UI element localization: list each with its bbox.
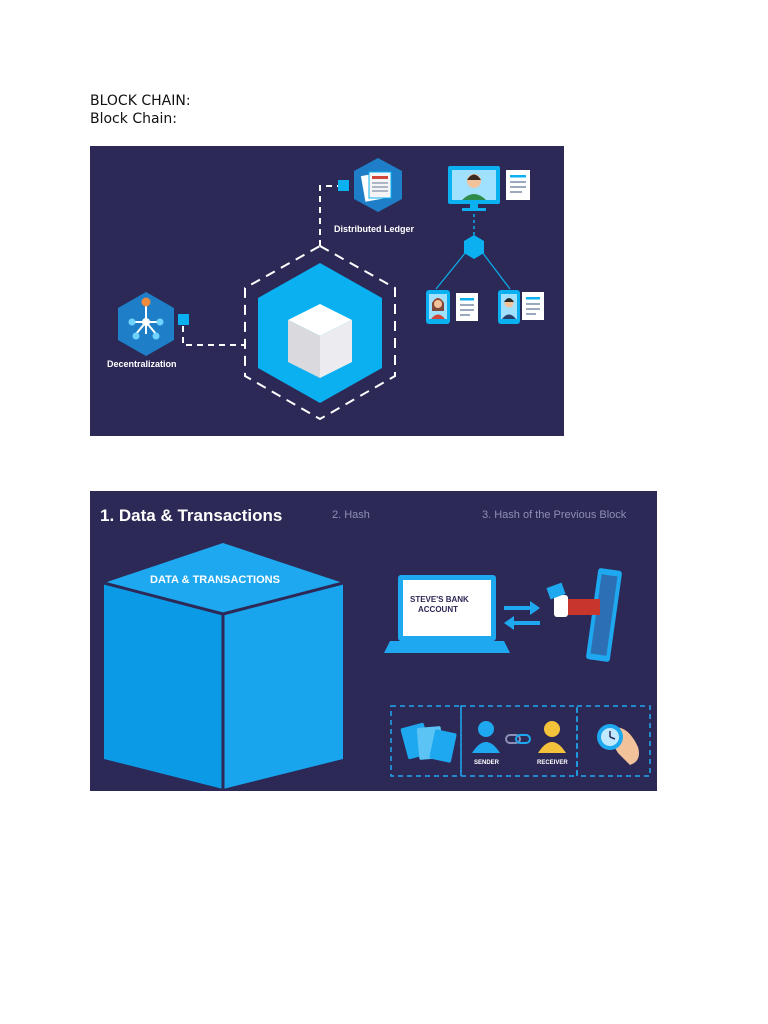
exchange-arrows-icon (504, 601, 540, 630)
ledger-icon (354, 158, 402, 212)
laptop-icon (384, 575, 510, 653)
blockchain-overview-figure: Distributed Ledger Decentralization (90, 146, 564, 436)
heading-block-chain: Block Chain: (90, 111, 178, 127)
distributed-ledger-label: Distributed Ledger (334, 224, 415, 234)
network-link-left (435, 251, 467, 290)
phone-user-icon-left (426, 290, 450, 324)
document-icon (506, 170, 530, 200)
sender-icon (472, 721, 500, 753)
step-2-title: 2. Hash (332, 509, 370, 521)
receiver-icon (538, 721, 566, 753)
decentralization-node-square (178, 314, 189, 325)
data-cube-icon (103, 543, 344, 789)
network-link-right (481, 251, 511, 290)
decentralization-icon (118, 292, 174, 356)
info-panel (390, 705, 651, 777)
ledger-connector (319, 180, 349, 246)
phone-user-icon-right (498, 290, 520, 324)
timestamp-clock-icon (597, 724, 639, 765)
decentralization-connector (182, 326, 245, 346)
network-node-hexagon (464, 235, 484, 259)
cube-icon (288, 304, 352, 378)
laptop-label-line2: ACCOUNT (418, 605, 458, 614)
step-3-title: 3. Hash of the Previous Block (482, 509, 627, 521)
data-transactions-figure: 1. Data & Transactions 2. Hash 3. Hash o… (90, 491, 657, 791)
document-icon-left (456, 293, 478, 321)
document-icon-right (522, 292, 544, 320)
decentralization-label: Decentralization (107, 359, 177, 369)
heading-block-chain-upper: BLOCK CHAIN: (90, 93, 191, 109)
sender-label: SENDER (474, 760, 500, 766)
step-1-title: 1. Data & Transactions (100, 506, 282, 525)
money-icon (400, 722, 457, 763)
cube-label: DATA & TRANSACTIONS (150, 574, 280, 586)
monitor-user-icon (448, 166, 500, 211)
receiver-label: RECEIVER (537, 760, 568, 766)
card-payment-icon (546, 568, 622, 662)
laptop-label-line1: STEVE'S BANK (410, 595, 469, 604)
chain-link-icon (505, 734, 531, 744)
